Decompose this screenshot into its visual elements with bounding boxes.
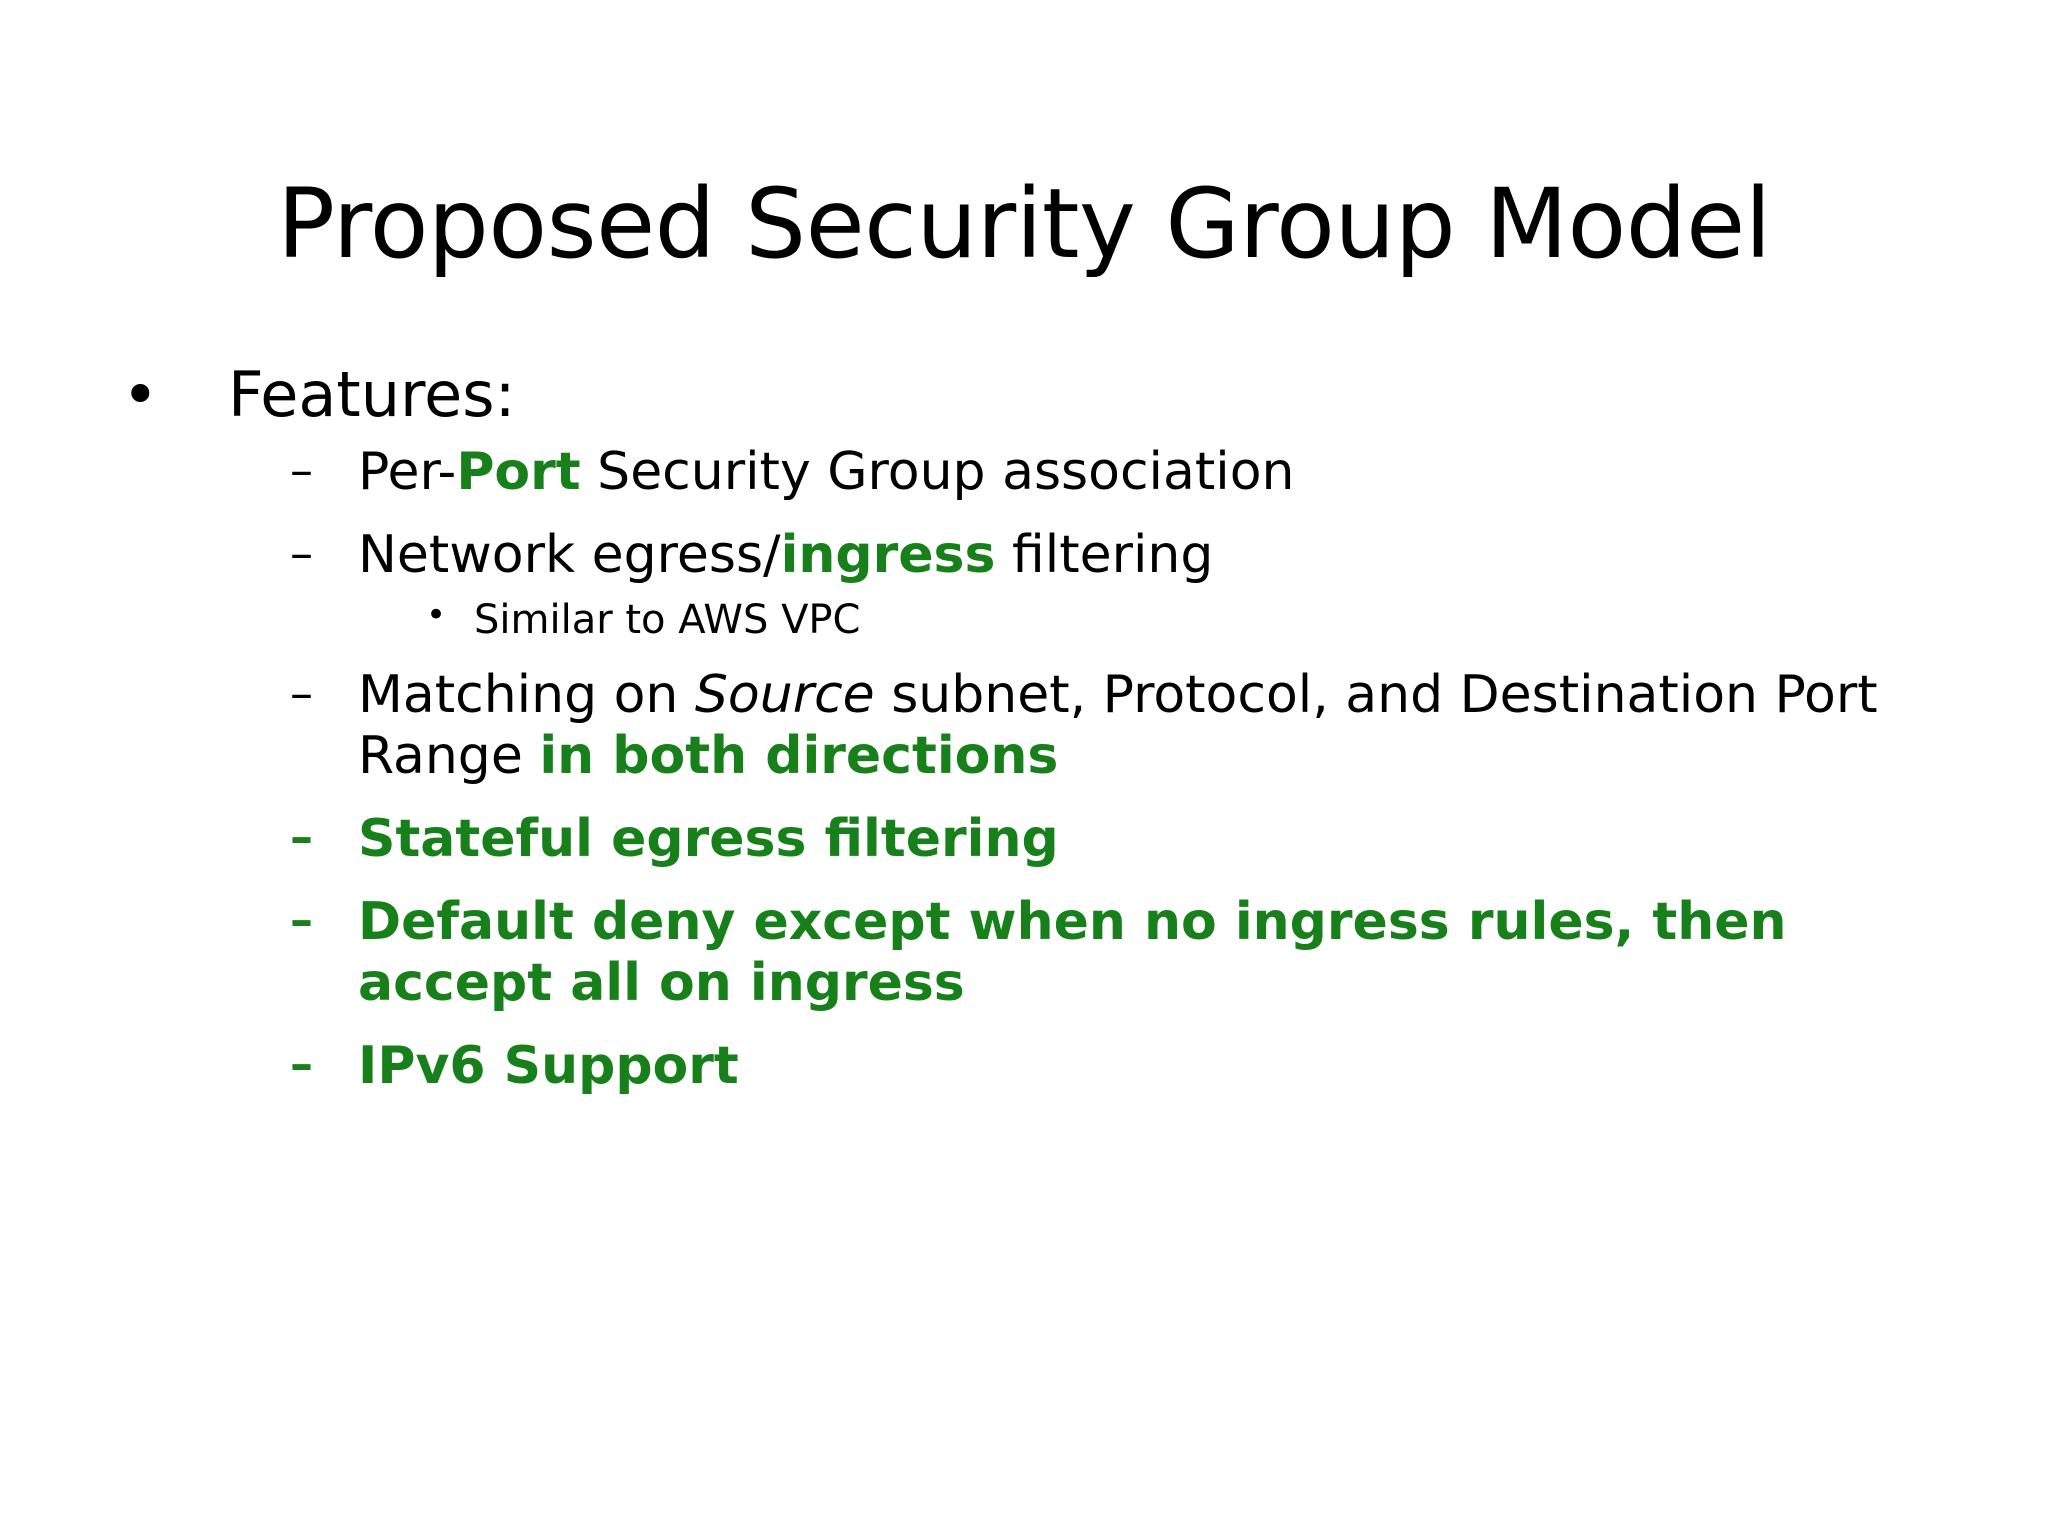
outline-level-2-list: – Per-Port Security Group association – …	[228, 442, 1988, 1097]
run-text: subnet, Protocol, and Destination Port R…	[358, 665, 1878, 787]
bullet-dash-icon: –	[290, 442, 313, 497]
run-text: Network egress/	[358, 524, 781, 585]
item-label: Default deny except when no ingress rule…	[358, 891, 1787, 1013]
list-item-egress-ingress: – Network egress/ingress filtering • Sim…	[290, 525, 1988, 644]
bullet-dash-icon: –	[290, 892, 313, 947]
run-text: Security Group association	[580, 441, 1295, 502]
bullet-dot-small-icon: •	[426, 595, 447, 636]
list-item-features: • Features: – Per-Port Security Group as…	[108, 362, 1988, 1096]
run-text: Matching on	[358, 665, 695, 726]
run-highlight-port: Port	[456, 441, 581, 502]
bullet-dash-icon: –	[290, 1036, 313, 1091]
list-item-matching: – Matching on Source subnet, Protocol, a…	[290, 665, 1988, 787]
outline-level-1-list: • Features: – Per-Port Security Group as…	[108, 362, 1988, 1096]
page-title: Proposed Security Group Model	[277, 168, 1771, 281]
sub-item-label: Similar to AWS VPC	[474, 597, 861, 644]
run-highlight-ingress: ingress	[780, 524, 996, 585]
bullet-dash-icon: –	[290, 810, 313, 865]
list-item-default-deny: – Default deny except when no ingress ru…	[290, 892, 1988, 1014]
run-text: Per-	[358, 441, 457, 502]
list-item-aws-vpc: • Similar to AWS VPC	[420, 595, 1988, 644]
list-item-stateful-egress: – Stateful egress filtering	[290, 809, 1988, 870]
outline-level-3-list: • Similar to AWS VPC	[358, 595, 1988, 644]
bullet-dash-icon: –	[290, 666, 313, 721]
run-italic-source: Source	[694, 665, 875, 726]
bullet-dot-icon: •	[122, 358, 159, 431]
list-item-per-port: – Per-Port Security Group association	[290, 442, 1988, 503]
slide-body: • Features: – Per-Port Security Group as…	[108, 362, 1988, 1118]
item-label: IPv6 Support	[358, 1035, 739, 1096]
bullet-dash-icon: –	[290, 525, 313, 580]
item-label: Stateful egress filtering	[358, 809, 1059, 870]
features-label: Features:	[228, 358, 516, 431]
run-highlight-both-directions: in both directions	[539, 726, 1059, 787]
run-text: filtering	[995, 524, 1214, 585]
list-item-ipv6-support: – IPv6 Support	[290, 1036, 1988, 1097]
